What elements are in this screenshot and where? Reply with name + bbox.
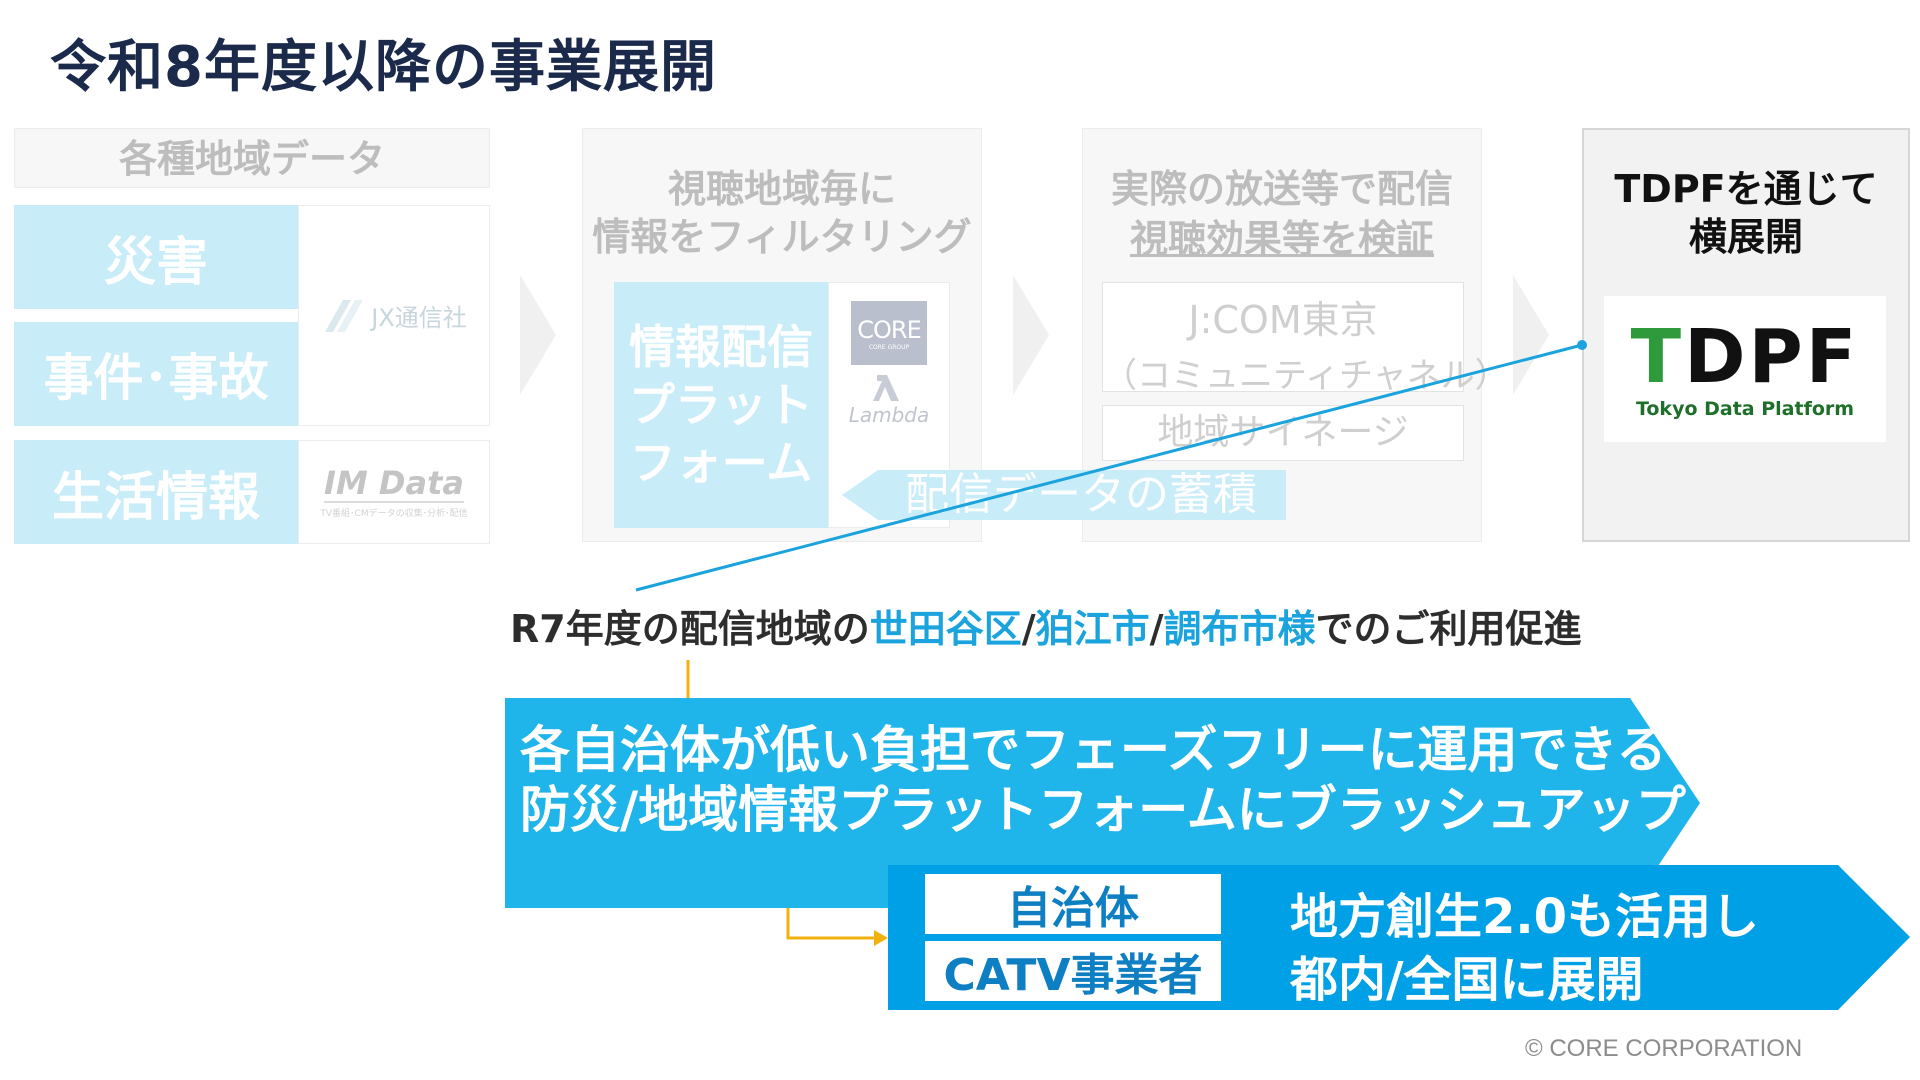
- copyright-text: © CORE CORPORATION: [1525, 1035, 1803, 1062]
- signage-box: 地域サイネージ: [1102, 405, 1464, 461]
- lambda-icon: [873, 375, 899, 401]
- lambda-logo-text: Lambda: [848, 403, 930, 427]
- promo-suffix: でのご利用促進: [1315, 607, 1582, 651]
- promo-area-chofu: 調布市様: [1163, 607, 1316, 651]
- promo-statement: R7年度の配信地域の世田谷区/狛江市/調布市様でのご利用促進: [510, 598, 1582, 653]
- banner-brushup-line2: 防災/地域情報プラットフォームにブラッシュアップ: [520, 781, 1686, 839]
- jx-logo-box: JX通信社: [298, 205, 490, 426]
- regional-data-header: 各種地域データ: [118, 137, 385, 181]
- label-municipality: 自治体: [925, 874, 1221, 934]
- regional-data-header-panel: 各種地域データ: [14, 128, 490, 188]
- category-living-info: 生活情報: [14, 440, 298, 544]
- promo-prefix: R7年度の配信地域の: [510, 607, 870, 651]
- flow-chevron-2: [1013, 275, 1049, 395]
- banner-brushup-shape: [505, 698, 1700, 908]
- tdpf-logo-main: TDPF: [1630, 314, 1860, 400]
- imdata-logo-text: IM Data: [324, 464, 464, 503]
- distribution-platform-box: 情報配信 プラット フォーム: [614, 282, 828, 528]
- imdata-logo-box: IM Data TV番組･CMデータの収集･分析･配信: [298, 440, 490, 544]
- banner-brushup-line1: 各自治体が低い負担でフェーズフリーに運用できる: [520, 721, 1667, 779]
- promo-separator-2: /: [1149, 607, 1164, 651]
- flow-chevron-1: [520, 275, 556, 395]
- data-accumulation-label: 配信データの蓄積: [905, 469, 1257, 520]
- core-logo-subtext: CORE GROUP: [868, 343, 910, 351]
- jcom-label-line1: J:COM東京: [1188, 298, 1378, 342]
- tdpf-header-line1: TDPFを通じて: [1614, 167, 1878, 211]
- promo-area-setagaya: 世田谷区: [869, 607, 1022, 651]
- platform-label-line1: 情報配信: [629, 320, 813, 374]
- jcom-box: J:COM東京 （コミュニティチャネル）: [1102, 282, 1509, 396]
- filtering-header-line1: 視聴地域毎に: [667, 167, 896, 211]
- core-logo: CORE CORE GROUP: [851, 301, 927, 365]
- imdata-logo-subtext: TV番組･CMデータの収集･分析･配信: [320, 509, 468, 519]
- verification-header-line1: 実際の放送等で配信: [1110, 167, 1453, 211]
- platform-label-line2: プラット: [629, 378, 813, 432]
- page-title: 令和8年度以降の事業展開: [50, 35, 717, 100]
- promo-area-komae: 狛江市: [1035, 607, 1150, 651]
- platform-label-line3: フォーム: [629, 436, 813, 490]
- promo-separator-1: /: [1021, 607, 1036, 651]
- jx-logo-icon: [325, 299, 364, 332]
- label-catv-operator: CATV事業者: [925, 941, 1221, 1001]
- tdpf-header-line2: 横展開: [1688, 215, 1803, 259]
- tdpf-logo-box: TDPF Tokyo Data Platform: [1604, 296, 1886, 442]
- category-disaster: 災害: [14, 205, 298, 309]
- filtering-header-line2: 情報をフィルタリング: [592, 215, 972, 259]
- category-incident: 事件･事故: [14, 322, 298, 426]
- banner-expansion-line2: 都内/全国に展開: [1290, 952, 1644, 1008]
- banner-expansion-line1: 地方創生2.0も活用し: [1290, 889, 1760, 945]
- tdpf-logo-text: TDPF: [1631, 318, 1860, 396]
- jcom-label-line2: （コミュニティチャネル）: [1103, 356, 1509, 396]
- jx-logo-text: JX通信社: [371, 304, 467, 332]
- tdpf-logo-subtext: Tokyo Data Platform: [1635, 398, 1855, 420]
- verification-header-line2: 視聴効果等を検証: [1129, 217, 1434, 261]
- core-logo-text: CORE: [857, 315, 921, 344]
- flow-chevron-3: [1513, 275, 1549, 395]
